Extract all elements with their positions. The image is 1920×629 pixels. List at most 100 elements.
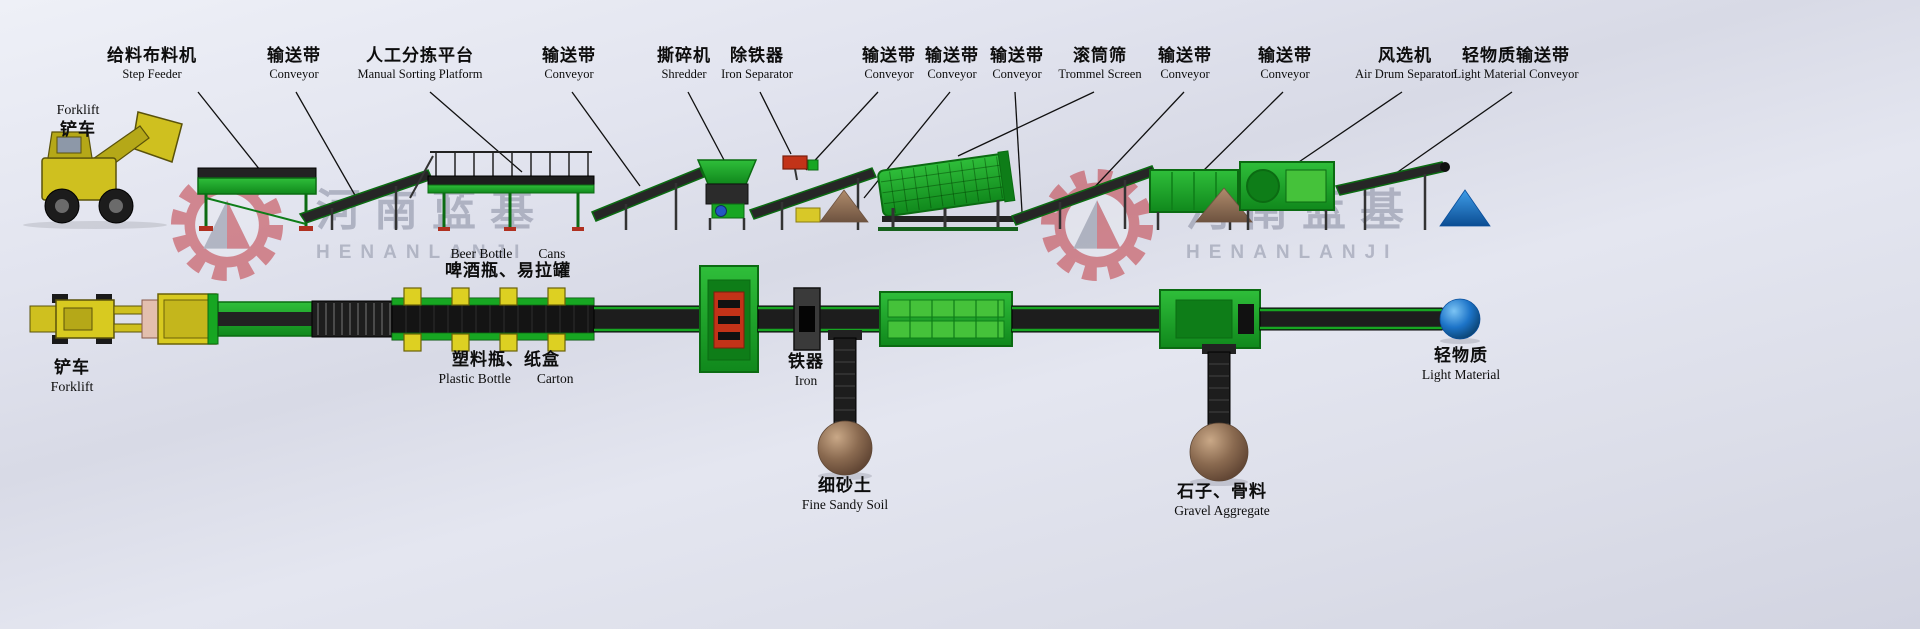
label-conveyor-4: 输送带 Conveyor xyxy=(925,46,979,82)
label-plastic-bottle-carton: 塑料瓶、纸盒 Plastic Bottle Carton xyxy=(438,350,573,386)
conveyor-top-5 xyxy=(1259,307,1443,331)
leader-line xyxy=(1289,91,1403,169)
label-en: Step Feeder xyxy=(122,67,182,81)
iron-separator-device xyxy=(782,155,819,181)
label-en: Conveyor xyxy=(992,67,1042,81)
iron-separator-top-view xyxy=(793,287,821,351)
label-en: Manual Sorting Platform xyxy=(357,67,483,81)
air-drum-separator-machine xyxy=(1239,161,1335,230)
forklift-side-view xyxy=(23,111,183,229)
label-en: Conveyor xyxy=(927,67,977,81)
label-zh: 撕碎机 xyxy=(657,46,711,66)
shredder-top-view xyxy=(699,265,759,373)
label-light-material: 轻物质 Light Material xyxy=(1422,346,1500,382)
heavies-discharge-cone xyxy=(1195,187,1253,223)
label-en: Plastic Bottle xyxy=(438,371,511,386)
label-zh: 滚筒筛 xyxy=(1073,46,1127,66)
label-en: Beer Bottle xyxy=(450,246,513,261)
label-iron: 铁器 Iron xyxy=(788,352,824,388)
label-conveyor-7: 输送带 Conveyor xyxy=(1258,46,1312,82)
label-conveyor-1: 输送带 Conveyor xyxy=(267,46,321,82)
leader-line xyxy=(1089,91,1185,193)
fines-chute xyxy=(828,330,862,431)
roller-conveyor-top xyxy=(311,300,393,338)
conveyor-incline-1 xyxy=(298,169,434,230)
label-en: Cans xyxy=(538,246,566,261)
conveyor-top-4 xyxy=(1011,305,1161,333)
conveyor-top-1 xyxy=(217,301,313,337)
label-en: Iron xyxy=(794,373,818,388)
label-en: Conveyor xyxy=(864,67,914,81)
label-conveyor-5: 输送带 Conveyor xyxy=(990,46,1044,82)
conveyor-incline-4 xyxy=(1010,165,1158,229)
label-zh: 细砂土 xyxy=(817,476,872,496)
label-zh: 石子、骨料 xyxy=(1177,482,1267,502)
watermark-en: HENANLANJI xyxy=(1186,242,1399,263)
trommel-screen-machine xyxy=(877,150,1018,231)
label-en: Carton xyxy=(536,371,574,386)
gravel-chute xyxy=(1202,344,1236,435)
label-forklift-top: Forklift 铲车 xyxy=(57,102,100,141)
leader-lines xyxy=(197,91,1513,213)
label-en-pair: Beer Bottle Cans xyxy=(445,246,571,261)
label-en: Forklift xyxy=(50,380,94,395)
label-zh: 轻物质输送带 xyxy=(1461,46,1570,66)
leader-line xyxy=(429,91,523,173)
leader-line xyxy=(759,91,792,155)
brand-gear-icon xyxy=(1040,168,1154,282)
label-step-feeder: 给料布料机 Step Feeder xyxy=(107,46,197,82)
label-zh: 输送带 xyxy=(1258,46,1312,66)
label-en: Light Material xyxy=(1421,367,1501,382)
label-zh: 除铁器 xyxy=(729,46,784,66)
label-zh: 塑料瓶、纸盒 xyxy=(452,350,560,370)
watermark: 河南蓝基 HENANLANJI xyxy=(168,166,548,284)
forklift-top-view xyxy=(29,294,159,344)
sorting-belt-top-view xyxy=(391,287,595,352)
label-en: Conveyor xyxy=(1160,67,1210,81)
conveyor-top-2 xyxy=(593,305,701,333)
label-en: Iron Separator xyxy=(721,67,793,81)
label-trommel-screen: 滚筒筛 Trommel Screen xyxy=(1058,46,1141,82)
label-gravel-aggregate: 石子、骨料 Gravel Aggregate xyxy=(1174,482,1270,518)
label-zh: 啤酒瓶、易拉罐 xyxy=(445,261,571,281)
gravel-pile xyxy=(1189,422,1249,486)
label-zh: 给料布料机 xyxy=(107,46,197,66)
label-zh: 铲车 xyxy=(54,358,90,378)
label-en: Conveyor xyxy=(269,67,319,81)
control-box xyxy=(795,207,821,223)
label-shredder: 撕碎机 Shredder xyxy=(657,46,711,82)
label-air-drum-separator: 风选机 Air Drum Separator xyxy=(1355,46,1455,82)
label-forklift-bottom: 铲车 Forklift xyxy=(51,358,94,397)
leader-line xyxy=(1014,91,1023,213)
air-separator-top-view xyxy=(1159,289,1261,349)
leader-line xyxy=(957,91,1095,157)
watermark-text: 河南蓝基 HENANLANJI xyxy=(316,186,548,264)
light-material-cone xyxy=(1439,189,1491,227)
leader-line xyxy=(295,91,361,205)
leader-line xyxy=(571,91,641,187)
shredder-machine xyxy=(696,159,758,230)
light-material-pile xyxy=(1439,298,1481,344)
label-zh: 人工分拣平台 xyxy=(366,46,474,66)
label-conveyor-2: 输送带 Conveyor xyxy=(542,46,596,82)
label-zh: 轻物质 xyxy=(1433,346,1488,366)
label-conveyor-3: 输送带 Conveyor xyxy=(862,46,916,82)
leader-line xyxy=(1391,91,1513,177)
watermark-en: HENANLANJI xyxy=(316,242,529,263)
step-feeder-top-view xyxy=(157,293,219,345)
label-en: Fine Sandy Soil xyxy=(801,497,889,512)
manual-sorting-platform-machine xyxy=(409,151,595,231)
label-en: Conveyor xyxy=(544,67,594,81)
label-en: Light Material Conveyor xyxy=(1453,67,1579,81)
label-zh: 输送带 xyxy=(862,46,916,66)
label-zh: 输送带 xyxy=(925,46,979,66)
label-zh: 输送带 xyxy=(1158,46,1212,66)
leader-line xyxy=(805,91,879,171)
light-material-conveyor-machine xyxy=(1334,161,1450,230)
leader-line xyxy=(197,91,269,181)
label-fine-sandy-soil: 细砂土 Fine Sandy Soil xyxy=(802,476,888,512)
label-beer-bottle-cans: Beer Bottle Cans 啤酒瓶、易拉罐 xyxy=(445,246,571,282)
label-zh: 风选机 xyxy=(1377,46,1432,66)
leader-line xyxy=(687,91,725,161)
